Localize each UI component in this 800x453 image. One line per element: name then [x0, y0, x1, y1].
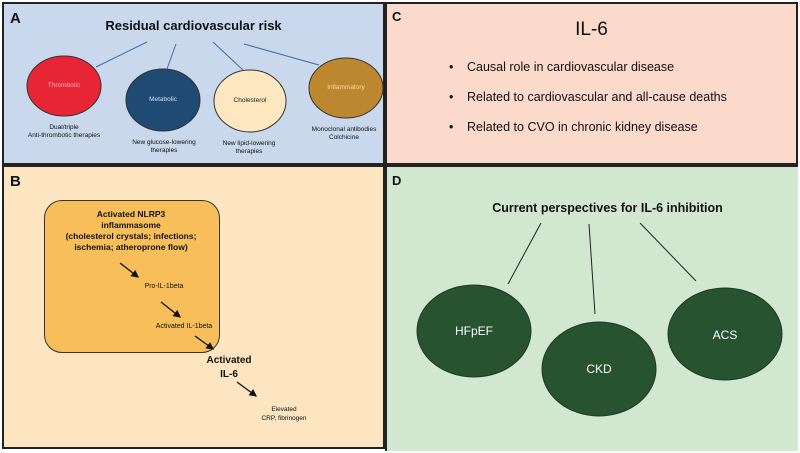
nlrp3-line-2: inflammasome: [101, 220, 161, 230]
connector-ckd: [588, 223, 596, 315]
connector-hfpef: [507, 222, 542, 285]
connector-acs: [639, 222, 697, 282]
panel-d-il6-inhibition: D Current perspectives for IL-6 inhibiti…: [385, 165, 798, 451]
il6-facts-list: • Causal role in cardiovascular disease •…: [449, 60, 727, 150]
caption-metabolic-line-2: therapies: [150, 147, 178, 154]
connector-inflammatory: [243, 43, 320, 66]
caption-thrombotic: Dual/triple Anti-thrombotic therapies: [9, 124, 119, 140]
node-hfpef: [416, 284, 532, 378]
nlrp3-line-4: ischemia; atheroprone flow): [74, 242, 188, 252]
panel-c-title: IL-6: [575, 19, 608, 40]
panel-label-c: C: [392, 9, 402, 24]
panel-label-b: B: [10, 173, 21, 190]
node-acs-label: ACS: [712, 328, 738, 342]
node-thrombotic-label: Thrombotic: [47, 82, 81, 89]
elevated-crp-text: Elevated CRP, fibrinogen: [244, 405, 324, 423]
node-metabolic-label: Metabolic: [149, 96, 177, 103]
caption-thrombotic-line-1: Dual/triple: [49, 124, 79, 131]
node-hfpef-label: HFpEF: [454, 324, 493, 338]
bullet-icon: •: [449, 90, 454, 104]
arrow-pro-to-activated-il1beta: [160, 301, 182, 318]
panel-d-diagram: [416, 222, 783, 417]
arrow-il1beta-to-il6: [194, 335, 215, 350]
panel-label-d: D: [392, 173, 402, 188]
list-item-text: Related to CVO in chronic kidney disease: [467, 120, 698, 134]
bullet-icon: •: [449, 120, 454, 134]
panel-b-pathway: B Activated NLRP3 inflammasome (choleste…: [2, 165, 385, 449]
caption-cholesterol-line-1: New lipid-lowering: [222, 140, 276, 147]
connector-metabolic: [166, 43, 177, 70]
node-thrombotic: [26, 55, 102, 117]
nlrp3-line-3: (cholesterol crystals; infections;: [65, 231, 197, 241]
panel-d-title: Current perspectives for IL-6 inhibition: [492, 201, 723, 215]
arrow-nlrp3-to-pro-il1beta: [119, 262, 140, 278]
panel-a-residual-risk: A Residual cardiovascular risk Thromboti…: [2, 2, 385, 165]
node-inflammatory-label: Inflammatory: [327, 84, 365, 91]
bullet-icon: •: [449, 60, 454, 74]
node-ckd-label: CKD: [586, 362, 612, 376]
activated-il6-line-1: Activated: [206, 355, 252, 366]
caption-inflammatory: Monoclonal antibodies Colchicine: [294, 126, 394, 142]
list-item-text: Causal role in cardiovascular disease: [467, 60, 675, 74]
caption-metabolic: New glucose-lowering therapies: [109, 139, 219, 155]
node-cholesterol: [213, 69, 287, 133]
elevated-crp-line-1: Elevated: [271, 406, 297, 413]
caption-inflammatory-line-1: Monoclonal antibodies: [311, 126, 377, 133]
caption-inflammatory-line-2: Colchicine: [329, 134, 359, 141]
node-ckd: [541, 321, 657, 417]
list-item: • Related to cardiovascular and all-cause…: [449, 90, 727, 104]
list-item: • Related to CVO in chronic kidney diseas…: [449, 120, 727, 134]
panel-a-diagram: [26, 41, 384, 133]
connector-thrombotic: [95, 41, 148, 68]
panel-label-a: A: [10, 10, 21, 27]
panel-c-il6: C IL-6 • Causal role in cardiovascular di…: [385, 2, 798, 165]
activated-il6-line-2: IL-6: [220, 369, 238, 380]
node-acs: [667, 287, 783, 381]
node-inflammatory: [308, 57, 384, 119]
elevated-crp-line-2: CRP, fibrinogen: [261, 415, 307, 422]
node-metabolic: [125, 68, 201, 132]
pathway-arrows: [119, 262, 258, 397]
caption-thrombotic-line-2: Anti-thrombotic therapies: [27, 132, 101, 139]
node-cholesterol-label: Cholesterol: [233, 97, 267, 104]
list-item: • Causal role in cardiovascular disease: [449, 60, 727, 74]
pro-il1beta-text: Pro-IL-1beta: [144, 283, 184, 290]
activated-il6-text: Activated IL-6: [199, 354, 259, 382]
caption-cholesterol: New lipid-lowering therapies: [199, 140, 299, 156]
list-item-text: Related to cardiovascular and all-cause …: [467, 90, 727, 104]
caption-metabolic-line-1: New glucose-lowering: [132, 139, 196, 146]
nlrp3-line-1: Activated NLRP3: [96, 209, 166, 219]
arrow-il6-to-crp: [236, 381, 258, 397]
connector-cholesterol: [212, 41, 245, 72]
activated-il1beta-text: Activated IL-1beta: [155, 323, 213, 330]
panel-a-title: Residual cardiovascular risk: [105, 18, 282, 33]
caption-cholesterol-line-2: therapies: [235, 148, 263, 155]
nlrp3-text: Activated NLRP3 inflammasome (cholestero…: [44, 209, 218, 253]
